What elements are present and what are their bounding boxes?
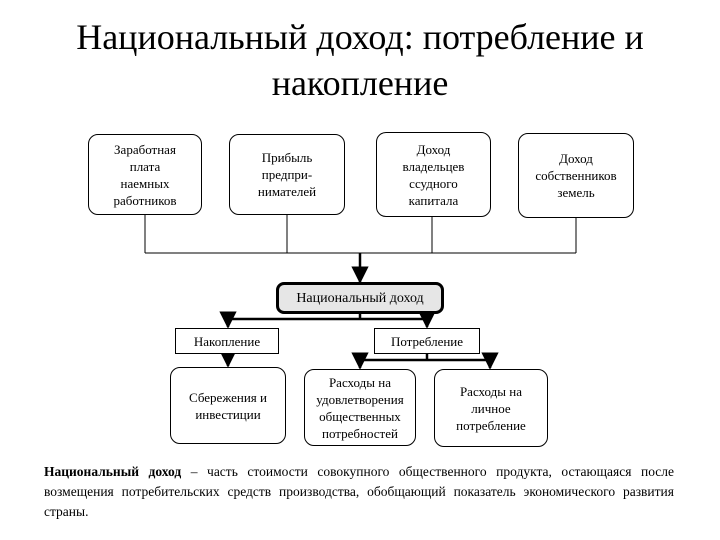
title-line-2: накопление bbox=[271, 63, 449, 103]
source-profit-line: нимателей bbox=[257, 184, 317, 199]
source-profit-line: предпри- bbox=[261, 167, 313, 182]
source-box-wages: Заработная плата наемных работников bbox=[88, 134, 202, 215]
definition-body: – часть стоимости совокупного общественн… bbox=[44, 464, 674, 519]
leaf-public-line: потребностей bbox=[322, 425, 398, 441]
source-wages-line: работников bbox=[113, 193, 177, 208]
leaf-box-public-needs: Расходы на удовлетворения общественных п… bbox=[304, 369, 416, 446]
central-label: Национальный доход bbox=[296, 290, 424, 306]
source-loan-line: ссудного bbox=[409, 175, 458, 191]
source-land-line: Доход bbox=[559, 151, 593, 166]
leaf-savings-line: инвестиции bbox=[195, 406, 261, 422]
leaf-personal-line: Расходы на bbox=[459, 383, 523, 399]
leaf-public-line: Расходы на bbox=[328, 374, 392, 390]
definition-term: Национальный доход bbox=[44, 464, 182, 479]
leaf-public-line: удовлетворения bbox=[316, 391, 404, 407]
source-wages-line: Заработная bbox=[114, 142, 176, 157]
source-box-profit: Прибыль предпри- нимателей bbox=[229, 134, 345, 215]
central-box-national-income: Национальный доход bbox=[276, 282, 444, 314]
branch-box-consumption: Потребление bbox=[374, 328, 480, 354]
leaf-public-line: общественных bbox=[319, 408, 401, 424]
source-loan-line: Доход bbox=[416, 141, 451, 157]
definition-text: Национальный доход – часть стоимости сов… bbox=[44, 462, 674, 522]
source-land-line: собственников bbox=[535, 168, 617, 183]
source-wages-line: плата bbox=[129, 159, 161, 174]
leaf-box-personal-consumption: Расходы на личное потребление bbox=[434, 369, 548, 447]
leaf-box-savings: Сбережения и инвестиции bbox=[170, 367, 286, 444]
source-loan-line: владельцев bbox=[402, 158, 465, 174]
source-wages-line: наемных bbox=[120, 176, 170, 191]
source-land-line: земель bbox=[557, 185, 595, 200]
leaf-personal-line: потребление bbox=[456, 417, 526, 433]
page-title: Национальный доход: потребление и накопл… bbox=[0, 14, 720, 106]
source-profit-line: Прибыль bbox=[261, 150, 313, 165]
title-line-1: Национальный доход: потребление и bbox=[76, 17, 644, 57]
branch-box-accumulation: Накопление bbox=[175, 328, 279, 354]
branch-accumulation-label: Накопление bbox=[193, 333, 261, 349]
source-box-loan-capital: Доход владельцев ссудного капитала bbox=[376, 132, 491, 217]
leaf-savings-line: Сбережения и bbox=[189, 389, 267, 405]
leaf-personal-line: личное bbox=[471, 400, 511, 416]
source-loan-line: капитала bbox=[408, 192, 459, 208]
branch-consumption-label: Потребление bbox=[390, 333, 464, 349]
source-box-land-owners: Доход собственников земель bbox=[518, 133, 634, 218]
